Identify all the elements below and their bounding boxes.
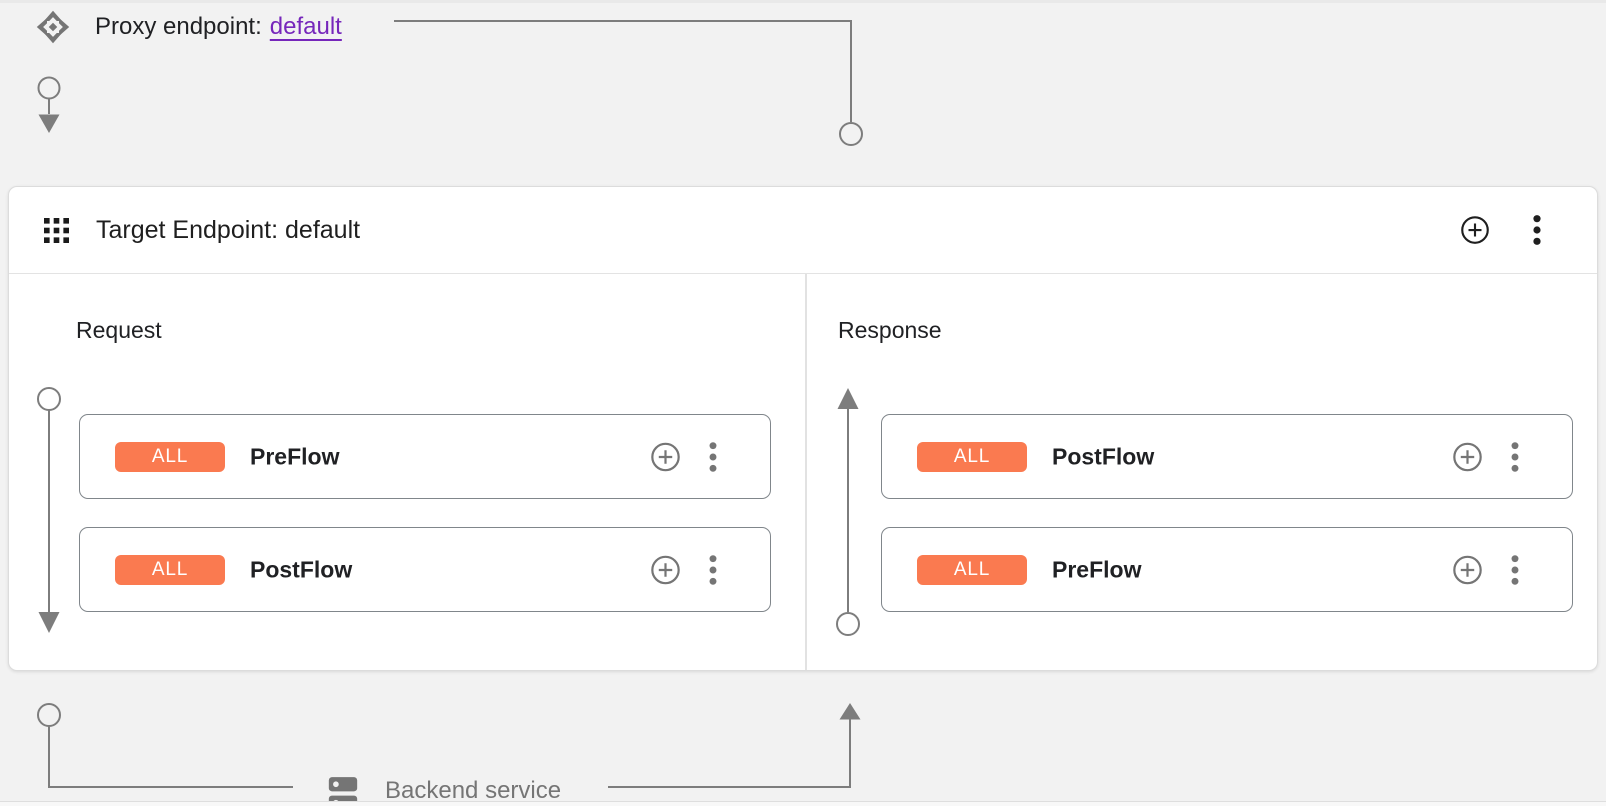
kebab-menu-icon [1511, 554, 1519, 585]
backend-to-response-connector [608, 703, 861, 788]
response-panel-label: Response [838, 317, 942, 343]
condition-badge: ALL [115, 441, 225, 472]
flow-name: PreFlow [250, 443, 340, 469]
kebab-menu-icon [1511, 441, 1519, 472]
add-flow-button[interactable] [1460, 215, 1490, 245]
target-to-backend-connector [37, 703, 293, 788]
proxy-endpoint-row: Proxy endpoint: default [33, 5, 342, 49]
proxy-endpoint-link[interactable]: default [269, 13, 342, 40]
add-circle-icon [1453, 442, 1482, 471]
flow-name: PostFlow [250, 556, 353, 582]
flow-menu-button[interactable] [701, 441, 725, 473]
add-policy-button[interactable] [1452, 441, 1483, 472]
apps-grid-icon [44, 217, 69, 243]
proxy-to-target-connector [394, 20, 863, 146]
add-circle-icon [1461, 216, 1489, 244]
flow-menu-button[interactable] [1503, 554, 1527, 586]
add-policy-button[interactable] [1452, 554, 1483, 585]
response-preflow-row[interactable]: ALL PreFlow [881, 527, 1573, 612]
condition-badge: ALL [115, 554, 225, 585]
kebab-menu-icon [709, 441, 717, 472]
request-preflow-row[interactable]: ALL PreFlow [79, 414, 771, 499]
proxy-endpoint-label: Proxy endpoint: [95, 13, 262, 40]
canvas-bottom-edge [0, 801, 1606, 806]
condition-badge: ALL [917, 441, 1027, 472]
condition-badge: ALL [917, 554, 1027, 585]
backend-service-label: Backend service [385, 777, 562, 804]
flow-menu-button[interactable] [1503, 441, 1527, 473]
response-postflow-row[interactable]: ALL PostFlow [881, 414, 1573, 499]
target-endpoint-header: Target Endpoint: default [9, 187, 1597, 274]
target-endpoint-actions [1460, 214, 1549, 246]
add-circle-icon [1453, 555, 1482, 584]
add-policy-button[interactable] [650, 441, 681, 472]
request-postflow-row[interactable]: ALL PostFlow [79, 527, 771, 612]
target-endpoint-title: Target Endpoint: default [96, 215, 361, 244]
add-policy-button[interactable] [650, 554, 681, 585]
target-endpoint-card: Target Endpoint: default Request Respons… [8, 186, 1598, 671]
kebab-menu-icon [1533, 215, 1541, 245]
kebab-menu-icon [709, 554, 717, 585]
flow-name: PostFlow [1052, 443, 1155, 469]
move-diamond-icon[interactable] [33, 9, 73, 45]
target-endpoint-menu-button[interactable] [1525, 214, 1549, 246]
add-circle-icon [651, 442, 680, 471]
panel-divider [805, 274, 807, 670]
flow-name: PreFlow [1052, 556, 1142, 582]
proxy-request-arrow [37, 76, 61, 133]
request-panel-label: Request [76, 317, 162, 343]
flow-menu-button[interactable] [701, 554, 725, 586]
add-circle-icon [651, 555, 680, 584]
